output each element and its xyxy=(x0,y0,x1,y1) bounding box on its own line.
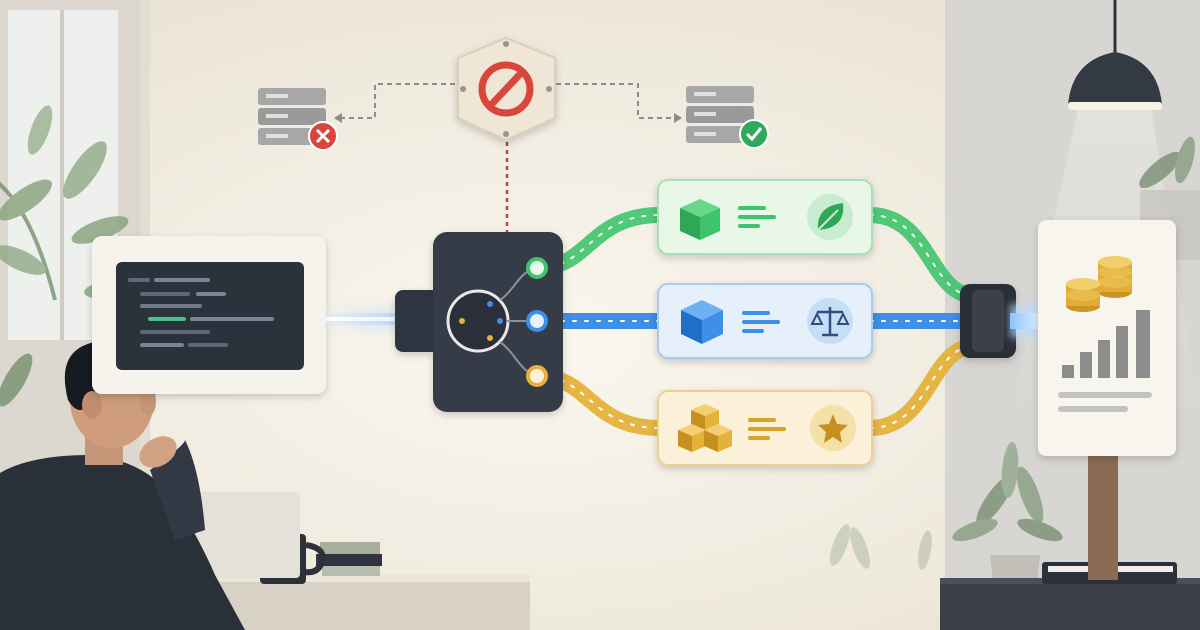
text-lines-icon xyxy=(738,206,776,228)
faded-plant-icon xyxy=(830,524,932,570)
leaf-icon xyxy=(807,194,853,240)
prohibited-icon xyxy=(478,61,534,117)
accepted-server xyxy=(686,86,769,149)
person-icon xyxy=(0,338,245,630)
single-cube-icon xyxy=(680,199,720,240)
server-icon xyxy=(686,86,754,143)
x-mark-icon xyxy=(308,121,338,151)
star-icon xyxy=(810,405,856,451)
router-ports xyxy=(526,257,548,387)
coin-stack-icon xyxy=(1066,256,1132,312)
balance-scale-icon xyxy=(807,298,853,344)
text-lines-icon xyxy=(742,311,780,333)
rejected-server xyxy=(258,88,338,151)
merge-connector xyxy=(960,284,1016,358)
source-code-panel xyxy=(92,236,326,394)
gateway-connectors xyxy=(338,83,676,119)
gateway-arrowheads xyxy=(334,113,682,123)
bar-chart-icon xyxy=(1058,310,1152,412)
hanging-lamp-icon xyxy=(1068,0,1162,110)
code-editor-icon xyxy=(128,278,274,347)
checkmark-icon xyxy=(739,119,769,149)
books-icon xyxy=(316,542,382,576)
stacked-cubes-icon xyxy=(678,404,732,452)
text-lines-icon xyxy=(748,418,786,440)
single-cube-icon xyxy=(681,300,723,344)
